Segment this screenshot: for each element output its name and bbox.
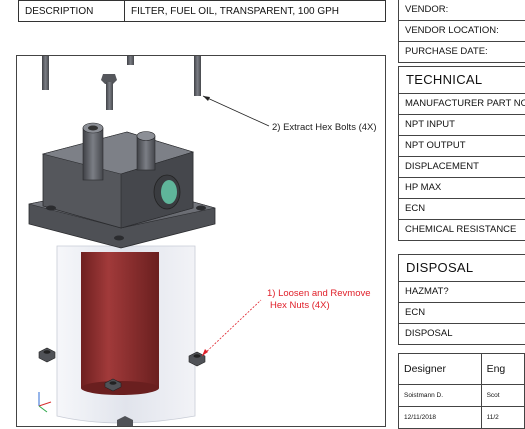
technical-row: NPT INPUT xyxy=(399,115,525,136)
callout-extract-bolts: 2) Extract Hex Bolts (4X) xyxy=(272,122,377,133)
disposal-row: HAZMAT? xyxy=(399,282,525,303)
designer-header: Designer xyxy=(398,353,482,385)
vendor-panel: VENDOR: VENDOR LOCATION: PURCHASE DATE: xyxy=(398,0,525,63)
designer-date: 12/11/2018 xyxy=(398,406,482,429)
disposal-panel: DISPOSAL HAZMAT? ECN DISPOSAL xyxy=(398,254,525,345)
assembly-figure: 2) Extract Hex Bolts (4X) 1) Loosen and … xyxy=(16,55,386,427)
disposal-row: ECN xyxy=(399,303,525,324)
hex-nuts xyxy=(38,347,206,426)
transparent-bowl xyxy=(56,245,196,424)
disposal-row: DISPOSAL xyxy=(405,328,453,339)
vendor-location-row: VENDOR LOCATION: xyxy=(399,21,525,42)
technical-panel: TECHNICAL MANUFACTURER PART NO NPT INPUT… xyxy=(398,66,525,241)
designer-name: Soistmann D. xyxy=(398,384,482,407)
filter-assembly-drawing xyxy=(28,56,270,426)
callout-loosen-nuts-line1: 1) Loosen and Revmove xyxy=(267,288,371,299)
purchase-date-row: PURCHASE DATE: xyxy=(405,46,488,57)
table-row: Soistmann D. Scot xyxy=(398,384,525,407)
axis-triad-icon xyxy=(38,392,52,413)
signoff-table: Designer Eng Soistmann D. Scot 12/11/201… xyxy=(398,353,525,429)
engineer-date: 11/2 xyxy=(480,406,525,429)
callout-loosen-nuts-line2: Hex Nuts (4X) xyxy=(270,300,330,311)
disposal-title: DISPOSAL xyxy=(399,255,525,282)
technical-row: HP MAX xyxy=(399,178,525,199)
table-row: 12/11/2018 11/2 xyxy=(398,406,525,429)
engineer-header: Eng xyxy=(480,353,525,385)
technical-row: NPT OUTPUT xyxy=(399,136,525,157)
table-row: DESCRIPTION FILTER, FUEL OIL, TRANSPAREN… xyxy=(18,0,386,22)
technical-row: ECN xyxy=(399,199,525,220)
table-row: Designer Eng xyxy=(398,353,525,385)
description-table: DESCRIPTION FILTER, FUEL OIL, TRANSPAREN… xyxy=(18,0,386,22)
filter-head xyxy=(28,122,216,249)
vendor-row: VENDOR: xyxy=(399,0,525,21)
technical-row: CHEMICAL RESISTANCE xyxy=(405,224,517,235)
engineer-name: Scot xyxy=(480,384,525,407)
technical-row: DISPLACEMENT xyxy=(399,157,525,178)
hex-bolts xyxy=(42,56,201,110)
description-value: FILTER, FUEL OIL, TRANSPARENT, 100 GPH xyxy=(124,0,386,22)
technical-row: MANUFACTURER PART NO xyxy=(399,94,525,115)
description-label: DESCRIPTION xyxy=(18,0,125,22)
technical-title: TECHNICAL xyxy=(399,67,525,94)
